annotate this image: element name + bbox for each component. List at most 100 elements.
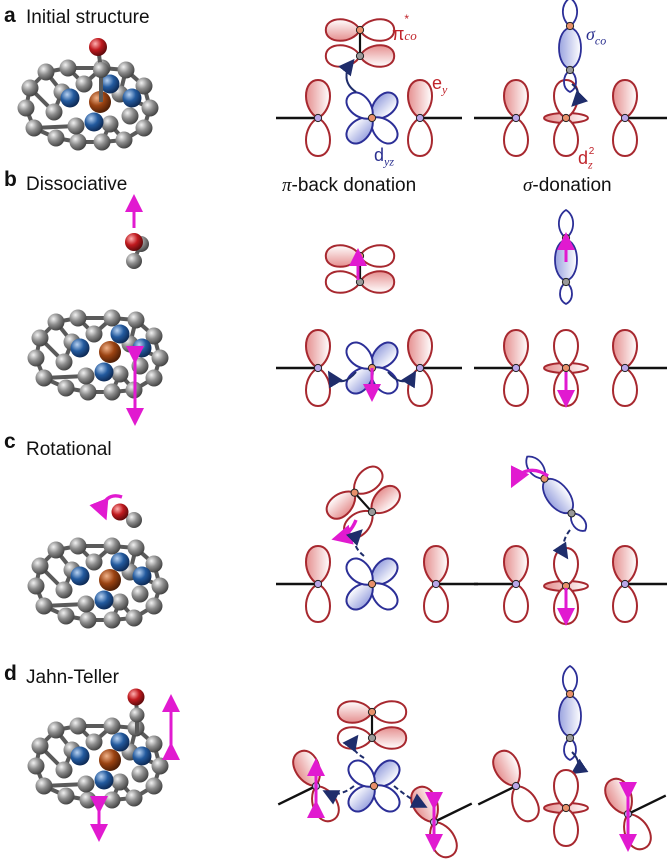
panel-a-carbon-atom-9 <box>25 119 43 137</box>
a-dyz-orbital-lobe-1 <box>370 116 399 145</box>
c-sigma-co-orbital-top-lobe <box>525 455 547 480</box>
d-pi-left-p-orbital-ligand-bond <box>277 784 317 806</box>
a-pi-star-orbital-lower-right <box>358 44 396 68</box>
b-pi-star-orbital-upper-right <box>358 244 396 268</box>
panel-b-carbon-atom-20 <box>55 353 73 371</box>
c-pi-left-p-orbital-lobe-top <box>304 544 332 586</box>
panel-a-carbon-atom-18 <box>101 115 119 133</box>
c-pi-star-orbital <box>325 465 401 540</box>
b-sigma-right-p-orbital-lobe-top <box>611 328 639 370</box>
b-sigma-right-p-orbital-node <box>620 363 630 373</box>
a-sigma-left-p-orbital-lobe-bottom <box>502 116 530 158</box>
panel-b-co-carbon-atom <box>126 253 142 269</box>
c-sigma-right-p-orbital-lobe-bottom <box>611 582 639 624</box>
a-sigma-left-p-orbital-node <box>511 113 521 123</box>
d-pi-star-orbital-upper-right <box>370 700 408 724</box>
panel-c-nitrogen-atom-1 <box>132 566 152 586</box>
d-right-transfer-arrow <box>393 785 428 808</box>
b-dz2-orbital-node <box>561 363 571 373</box>
panel-a-carbon-atom-1 <box>117 61 135 79</box>
c-dyz-orbital <box>345 557 399 611</box>
a-pi-star-orbital-o-node <box>355 25 365 35</box>
d-sigma-right-p-orbital <box>604 777 667 851</box>
panel-b-carbon-atom-19 <box>77 367 95 385</box>
a-pi-star-orbital <box>324 18 396 68</box>
d-sigma-left-p-orbital-lobe-bottom <box>511 784 540 823</box>
panel-b-title: Dissociative <box>26 174 128 195</box>
d-pi-right-p-orbital-lobe-bottom <box>429 820 458 859</box>
d-sigma-right-p-orbital-lobe-bottom <box>623 812 652 851</box>
c-pi-left-p-orbital-lobe-bottom <box>304 582 332 624</box>
panel-d-carbon-atom-19 <box>77 775 95 793</box>
c-sigma-co-orbital-bottom-lobe <box>570 512 587 532</box>
panel-a-carbon-atom-11 <box>21 79 39 97</box>
d-sigma-left-p-orbital <box>477 749 540 823</box>
a-sigma-left-p-orbital-lobe-top <box>502 78 530 120</box>
d-sigma-co-orbital-o-node <box>565 689 575 699</box>
panel-d-carbon-atom-13 <box>69 717 87 735</box>
panel-b-iron-atom <box>99 341 121 363</box>
d-sigma-right-p-orbital-ligand-bond <box>627 794 667 816</box>
a-pi-right-p-orbital-lobe-bottom <box>406 116 434 158</box>
panel-c-carbon-atom-13 <box>69 537 87 555</box>
c-sigma-left-p-orbital-lobe-bottom <box>502 582 530 624</box>
d-dz2-orbital-lobe-bottom <box>552 806 580 848</box>
panel-a-carbon-atom-4 <box>135 119 153 137</box>
b-sigma-left-p-orbital-lobe-bottom <box>502 366 530 408</box>
panel-d-co-oxygen-atom <box>127 688 145 706</box>
c-pi-star-orbital-lower-right <box>370 484 401 515</box>
d-sigma-co-orbital-middle-lobe <box>558 695 582 737</box>
panel-c-rotation-arrow <box>89 494 123 521</box>
b-pi-left-p-orbital-node <box>313 363 323 373</box>
c-pi-right-p-orbital-node <box>431 579 441 589</box>
a-sigma-donation-arrow <box>571 83 589 107</box>
d-dyz-orbital-lobe-3 <box>347 759 376 788</box>
a-pi-star-orbital-c-node <box>355 51 365 61</box>
d-yz-label: dyz <box>374 145 395 169</box>
panel-d-carbon-atom-7 <box>79 791 97 809</box>
b-pi-star-orbital <box>324 244 396 294</box>
b-dyz-orbital-lobe-3 <box>345 341 374 370</box>
panel-c-co-carbon-atom <box>126 512 142 528</box>
panel-a-carbon-atom-5 <box>115 131 133 149</box>
d-pi-back-donation-arrow <box>342 734 365 759</box>
panel-d-nitrogen-atom-2 <box>94 770 114 790</box>
a-dyz-orbital <box>345 91 399 145</box>
c-pi-back-donation-arrow <box>345 529 365 557</box>
panel-b-nitrogen-atom-3 <box>110 324 130 344</box>
c-sigma-right-p-orbital <box>611 544 667 624</box>
b-pi-left-p-orbital-lobe-top <box>304 328 332 370</box>
d-pi-right-p-orbital <box>410 785 473 859</box>
panel-c-carbon-atom-4 <box>145 597 163 615</box>
b-sigma-right-p-orbital-lobe-bottom <box>611 366 639 408</box>
a-sigma-right-p-orbital-node <box>620 113 630 123</box>
panel-d-carbon-atom-14 <box>85 733 103 751</box>
c-sigma-right-p-orbital-lobe-top <box>611 544 639 586</box>
panel-d-carbon-atom-11 <box>31 737 49 755</box>
panel-d-carbon-atom-20 <box>55 761 73 779</box>
panel-a-nitrogen-atom-1 <box>122 88 142 108</box>
c-pi-left-p-orbital <box>276 544 332 624</box>
c-sigma-left-p-orbital-lobe-top <box>502 544 530 586</box>
d-pi-star-orbital-lower-right <box>370 726 408 750</box>
panel-a-carbon-atom-2 <box>135 77 153 95</box>
c-sigma-right-p-orbital-node <box>620 579 630 589</box>
e-y-label: ey <box>432 73 448 97</box>
panel-c-carbon-atom-8 <box>57 607 75 625</box>
panel-d-letter: d <box>4 662 17 685</box>
c-pi-star-orbital-co-bond <box>353 491 373 513</box>
b-sigma-left-p-orbital-lobe-top <box>502 328 530 370</box>
panel-c-carbon-atom-9 <box>35 597 53 615</box>
pi-co-label: π*co <box>392 12 417 44</box>
c-dyz-orbital-lobe-2 <box>345 582 374 611</box>
d-dyz-orbital-lobe-1 <box>372 784 401 813</box>
a-dz2-orbital <box>543 78 589 158</box>
d-dz2-orbital-node <box>561 803 571 813</box>
c-pi-right-p-orbital-lobe-bottom <box>422 582 450 624</box>
panel-d-title: Jahn-Teller <box>26 667 119 688</box>
d-pi-star-orbital-c-node <box>367 733 377 743</box>
c-dz2-orbital-lobe-top <box>552 546 580 588</box>
d-sigma-left-p-orbital-lobe-top <box>492 749 521 788</box>
panel-c-carbon-atom-7 <box>79 611 97 629</box>
sigma-co-label: σco <box>586 24 607 48</box>
